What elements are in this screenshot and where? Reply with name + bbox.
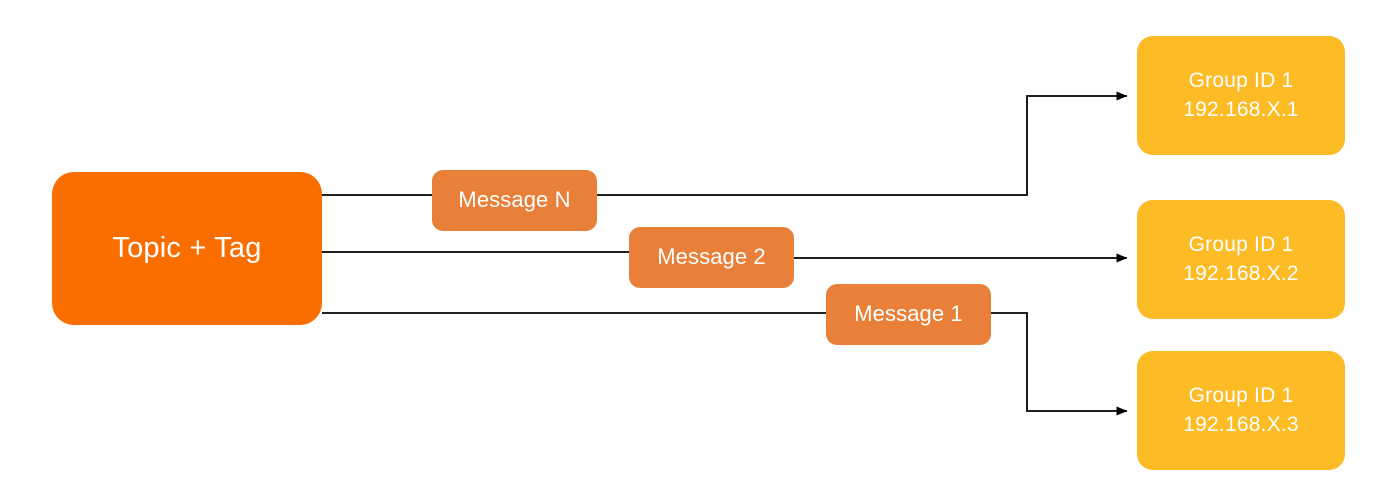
node-message-1-label: Message 1 bbox=[854, 301, 963, 327]
node-message-n-label: Message N bbox=[458, 187, 571, 213]
node-message-2[interactable]: Message 2 bbox=[629, 227, 794, 288]
node-group-1-id: Group ID 1 bbox=[1188, 68, 1294, 92]
node-group-3-id: Group ID 1 bbox=[1188, 383, 1294, 407]
node-group-1[interactable]: Group ID 1 192.168.X.1 bbox=[1137, 36, 1345, 155]
node-group-2-id: Group ID 1 bbox=[1188, 232, 1294, 256]
node-topic-tag-label: Topic + Tag bbox=[112, 231, 262, 264]
node-group-3-address: 192.168.X.3 bbox=[1183, 412, 1299, 436]
node-group-2-address: 192.168.X.2 bbox=[1183, 261, 1299, 285]
node-group-1-address: 192.168.X.1 bbox=[1183, 97, 1299, 121]
connector-message-1-to-group-3 bbox=[991, 312, 1128, 416]
node-group-3[interactable]: Group ID 1 192.168.X.3 bbox=[1137, 351, 1345, 470]
node-message-1[interactable]: Message 1 bbox=[826, 284, 991, 345]
node-message-2-label: Message 2 bbox=[657, 244, 766, 270]
node-group-2[interactable]: Group ID 1 192.168.X.2 bbox=[1137, 200, 1345, 319]
node-message-n[interactable]: Message N bbox=[432, 170, 597, 231]
node-topic-tag[interactable]: Topic + Tag bbox=[52, 172, 322, 325]
connector-message-n-to-group-1 bbox=[597, 91, 1128, 196]
